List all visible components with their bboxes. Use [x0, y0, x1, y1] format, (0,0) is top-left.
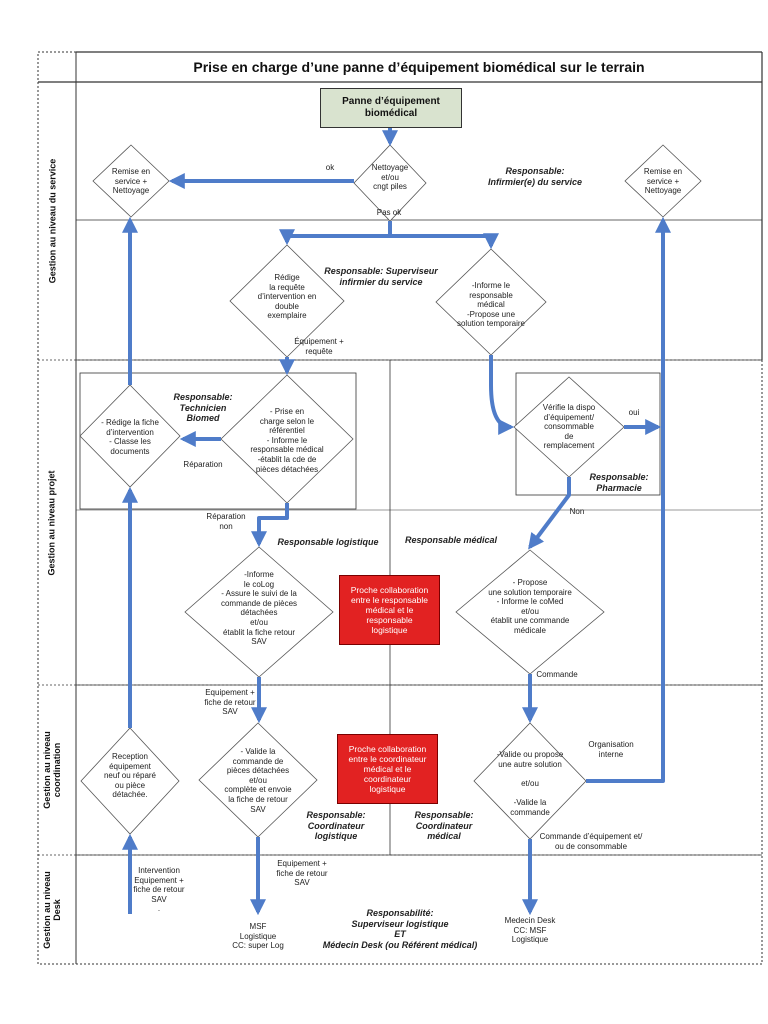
arrow-non — [528, 477, 571, 550]
resp-logistique: Responsable logistique — [277, 537, 379, 547]
node-remise-left: Remise en service + Nettoyage — [111, 167, 151, 196]
lane-frame — [37, 51, 763, 965]
label-reparation: Réparation — [183, 460, 223, 469]
label-msf-log: MSF Logistique CC: super Log — [232, 922, 284, 951]
resp-coord-med: Responsable: Coordinateur médical — [414, 810, 474, 841]
resp-desk: Responsabilité: Superviseur logistique E… — [322, 908, 478, 950]
lane-label-service: Gestion au niveau du service — [47, 158, 58, 284]
arrow-informe-verifie — [489, 355, 515, 435]
resp-infirmier: Responsable: Infirmier(e) du service — [487, 166, 583, 187]
node-reception: Reception équipement neuf ou réparé ou p… — [103, 752, 157, 800]
label-non: Non — [569, 507, 585, 516]
label-ok: ok — [325, 163, 335, 172]
start-box: Panne d’équipement biomédical — [320, 88, 462, 128]
node-redige-requete: Rédige la requête d’intervention en doub… — [257, 273, 317, 321]
label-equip-fiche-sav: Equipement + fiche de retour SAV — [204, 688, 256, 717]
resp-coord-log: Responsable: Coordinateur logistique — [306, 810, 366, 841]
arrow-pas-ok — [279, 221, 392, 246]
arrow-reparation-non — [251, 503, 289, 548]
collab-medical-logistique: Proche collaboration entre le responsabl… — [339, 575, 440, 645]
label-commande: Commande — [536, 670, 578, 679]
label-equipement-requete: Équipement + requête — [294, 337, 344, 356]
node-informe-colog: -Informe le coLog - Assure le suivi de l… — [220, 570, 298, 647]
node-verifie-dispo: Vérifie la dispo d’équipement/ consommab… — [542, 403, 596, 451]
node-redige-fiche: - Rédige la fiche d’intervention - Class… — [101, 418, 159, 456]
node-nettoyage: Nettoyage et/ou cngt piles — [371, 163, 409, 192]
label-intervention: Intervention Equipement + fiche de retou… — [133, 866, 185, 914]
node-remise-right: Remise en service + Nettoyage — [643, 167, 683, 196]
diagram-title: Prise en charge d’une panne d’équipement… — [193, 59, 645, 75]
resp-superviseur: Responsable: Superviseur infirmier du se… — [324, 266, 438, 287]
node-valide-commande: - Valide la commande de pièces détachées… — [224, 747, 292, 814]
node-valide-propose: -Valide ou propose une autre solution et… — [496, 750, 564, 817]
label-reparation-non: Réparation non — [206, 512, 246, 531]
label-pas-ok: Pas ok — [376, 208, 402, 217]
lane-label-projet: Gestion au niveau projet — [47, 469, 57, 576]
resp-technicien: Responsable: Technicien Biomed — [173, 392, 233, 423]
arrow-organisation-interne — [586, 216, 671, 783]
resp-medical: Responsable médical — [404, 535, 498, 545]
node-prise-charge: - Prise en charge selon le référentiel -… — [250, 407, 324, 474]
label-medecin-desk: Medecin Desk CC: MSF Logistique — [504, 916, 556, 945]
node-informe-resp: -Informe le responsable médical -Propose… — [456, 281, 526, 329]
arrow-pas-ok-right — [390, 233, 499, 250]
resp-pharmacie: Responsable: Pharmacie — [589, 472, 649, 493]
label-equip-fiche-sav-2: Equipement + fiche de retour SAV — [276, 859, 328, 888]
label-oui: oui — [628, 408, 640, 417]
node-propose-solution: - Propose une solution temporaire - Info… — [488, 578, 572, 635]
collab-coordinateurs: Proche collaboration entre le coordinate… — [337, 734, 438, 804]
label-organisation-interne: Organisation interne — [588, 740, 634, 759]
lane-label-desk: Gestion au niveau Desk — [42, 870, 62, 949]
lane-label-coordination: Gestion au niveau coordination — [42, 731, 62, 809]
label-commande-equipement: Commande d’équipement et/ ou de consomma… — [539, 832, 643, 851]
